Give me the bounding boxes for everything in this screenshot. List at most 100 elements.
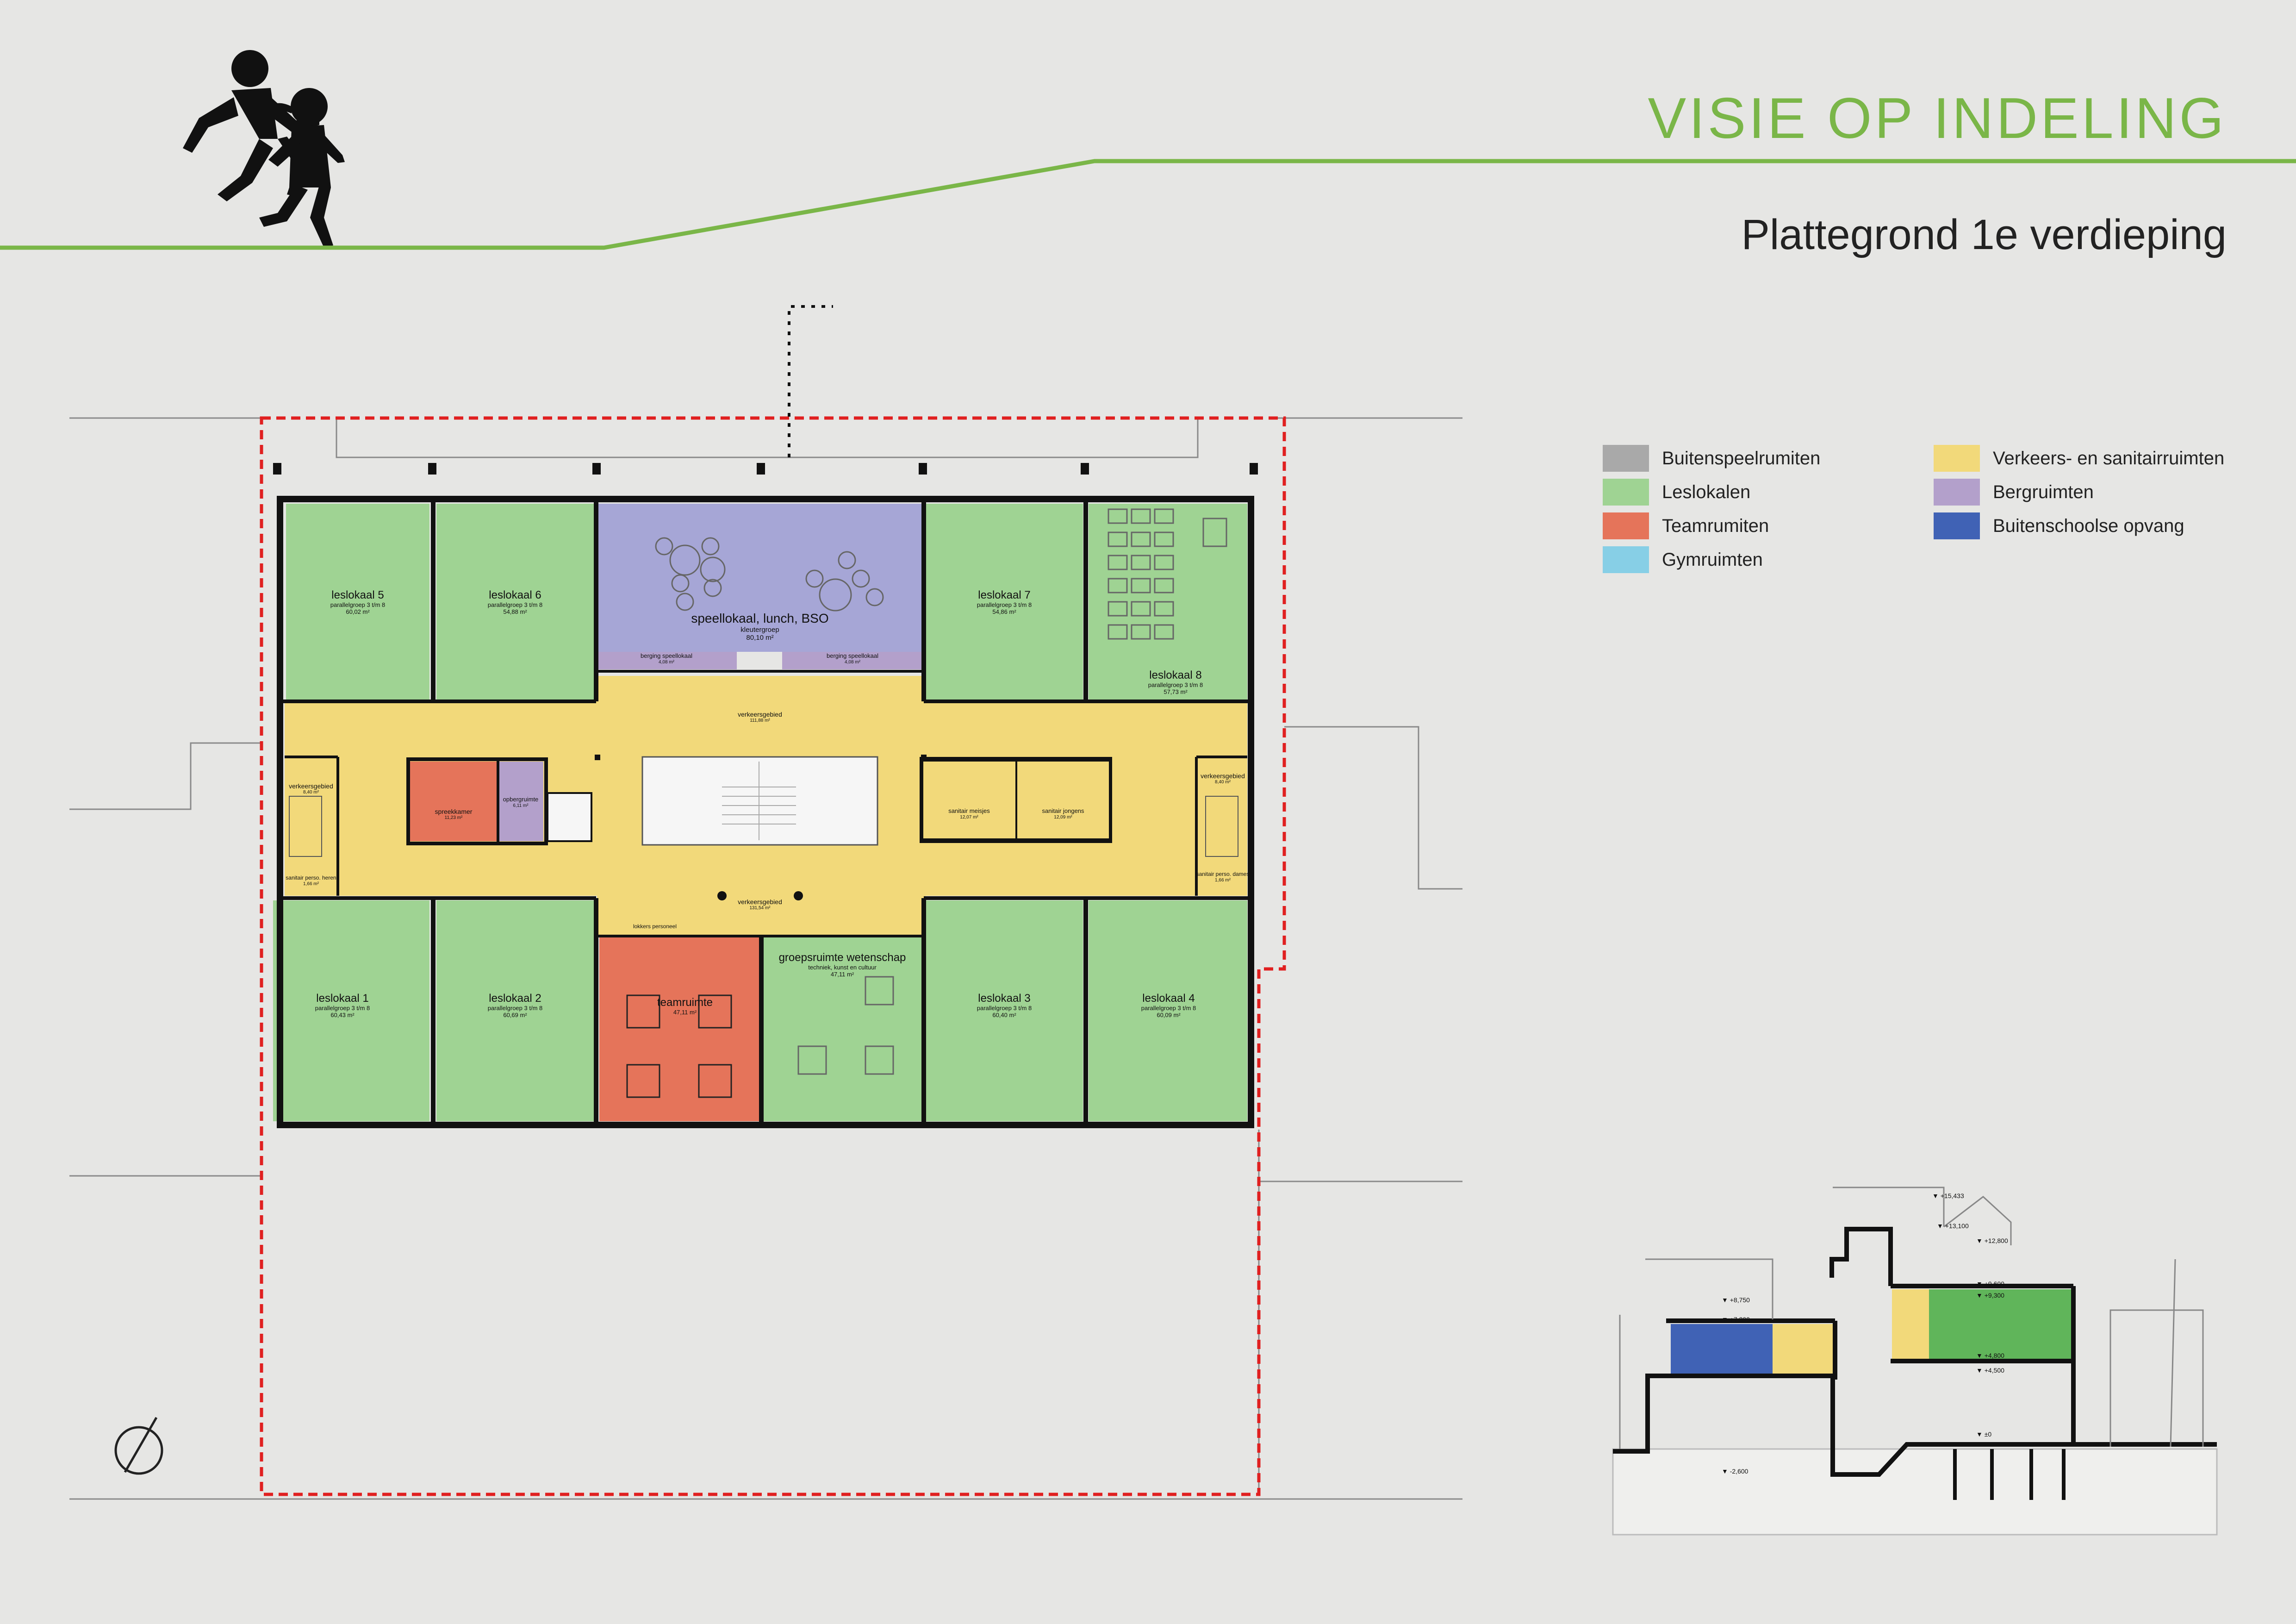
- room-area: 6,11 m²: [513, 803, 529, 808]
- room-area: 131,54 m²: [749, 906, 771, 911]
- room-area: 60,02 m²: [346, 608, 370, 615]
- page-title: VISIE OP INDELING: [1648, 87, 2227, 150]
- section-level-marker: ▼ +9,600: [1976, 1280, 2004, 1287]
- legend-swatch: [1603, 479, 1649, 506]
- room-sanitair-meisjes: [921, 760, 1017, 840]
- teamruimte-tables: [626, 994, 732, 1098]
- legend-swatch: [1603, 546, 1649, 573]
- walls: [277, 496, 1254, 1128]
- room-speellokaal: [597, 504, 922, 652]
- legend-item: Gymruimten: [1603, 546, 1763, 574]
- room-name: opbergruimte: [503, 796, 539, 803]
- room-groepsruimte: [764, 937, 922, 1121]
- page-subtitle: Plattegrond 1e verdieping: [1741, 211, 2227, 258]
- room-sub: parallelgroep 3 t/m 8: [330, 601, 386, 608]
- room-leslokaal-1: [273, 900, 429, 1121]
- room-sub: parallelgroep 3 t/m 8: [1148, 681, 1203, 688]
- legend-label: Verkeers- en sanitairruimten: [1993, 448, 2225, 468]
- section-level-marker: ▼ -2,600: [1722, 1468, 1748, 1475]
- legend-item: Leslokalen: [1603, 478, 1750, 506]
- room-area: 60,40 m²: [992, 1011, 1016, 1018]
- room-sub: parallelgroep 3 t/m 8: [487, 1004, 543, 1012]
- room-area: 60,43 m²: [330, 1011, 355, 1018]
- room-name: berging speellokaal: [826, 652, 879, 659]
- legend-item: Buitenspeelrumiten: [1603, 444, 1820, 472]
- room-name: speellokaal, lunch, BSO: [691, 611, 829, 625]
- section-level-marker: ▼ +7,300: [1722, 1316, 1750, 1323]
- section-level-marker: ▼ +4,500: [1976, 1367, 2004, 1374]
- plot-boundary: [260, 416, 1286, 1496]
- room-leslokaal-4: [1089, 900, 1247, 1121]
- north-arrow: [114, 1417, 163, 1475]
- room-name: sanitair perso. heren: [286, 874, 336, 881]
- room-name: verkeersgebied: [738, 898, 782, 906]
- room-name: verkeersgebied: [289, 782, 333, 790]
- room-area: 60,09 m²: [1157, 1011, 1181, 1018]
- room-name: leslokaal 3: [978, 992, 1031, 1005]
- room-leslokaal-5: [286, 504, 429, 701]
- room-area: 1,66 m²: [303, 881, 319, 887]
- section-level-marker: ▼ +13,100: [1937, 1222, 1969, 1230]
- groepsruimte-tables: [797, 976, 894, 1075]
- section-level-marker: ▼ ±0: [1976, 1430, 1992, 1438]
- speellokaal-tables: [655, 537, 884, 612]
- room-area: 11,23 m²: [444, 815, 463, 821]
- room-berging-2: [782, 652, 922, 669]
- room-label-lockers: lokkers personeel: [576, 923, 734, 930]
- room-area: 8,40 m²: [303, 790, 319, 795]
- room-opbergruimte: [498, 762, 543, 841]
- room-name: sanitair perso. dames: [1196, 871, 1250, 877]
- room-sub: parallelgroep 3 t/m 8: [977, 1004, 1032, 1012]
- room-berging-1: [597, 652, 737, 669]
- room-area: 60,69 m²: [503, 1011, 527, 1018]
- room-name: leslokaal 4: [1142, 992, 1195, 1005]
- header-rule: [0, 159, 2296, 250]
- room-sub: parallelgroep 3 t/m 8: [1141, 1004, 1196, 1012]
- room-name: verkeersgebied: [738, 711, 782, 718]
- legend-item: Buitenschoolse opvang: [1934, 512, 2184, 540]
- lift: [547, 792, 592, 842]
- room-leslokaal-6: [436, 504, 594, 701]
- section-level-marker: ▼ +8,750: [1722, 1296, 1750, 1304]
- room-name: lokkers personeel: [633, 923, 677, 930]
- legend-label: Buitenspeelrumiten: [1662, 448, 1821, 468]
- room-teamruimte: [599, 937, 759, 1121]
- room-sub: parallelgroep 3 t/m 8: [977, 601, 1032, 608]
- legend-label: Teamrumiten: [1662, 515, 1769, 536]
- room-area: 1,66 m²: [1215, 877, 1231, 883]
- room-name: leslokaal 1: [316, 992, 369, 1005]
- legend-item: Bergruimten: [1934, 478, 2094, 506]
- legend-swatch: [1934, 512, 1980, 539]
- north-pointer: [788, 305, 833, 457]
- room-name: leslokaal 2: [489, 992, 541, 1005]
- legend-label: Gymruimten: [1662, 549, 1763, 570]
- legend-label: Bergruimten: [1993, 481, 2094, 502]
- room-area: 12,07 m²: [960, 814, 978, 820]
- room-area: 80,10 m²: [746, 634, 774, 642]
- room-name: leslokaal 5: [331, 589, 384, 601]
- legend-swatch: [1934, 445, 1980, 472]
- room-leslokaal-7: [926, 504, 1083, 701]
- legend-item: Verkeers- en sanitairruimten: [1934, 444, 2224, 472]
- room-area: 8,40 m²: [1215, 780, 1231, 785]
- room-name: verkeersgebied: [1201, 772, 1245, 780]
- room-name: berging speellokaal: [640, 652, 693, 659]
- legend-swatch: [1934, 479, 1980, 506]
